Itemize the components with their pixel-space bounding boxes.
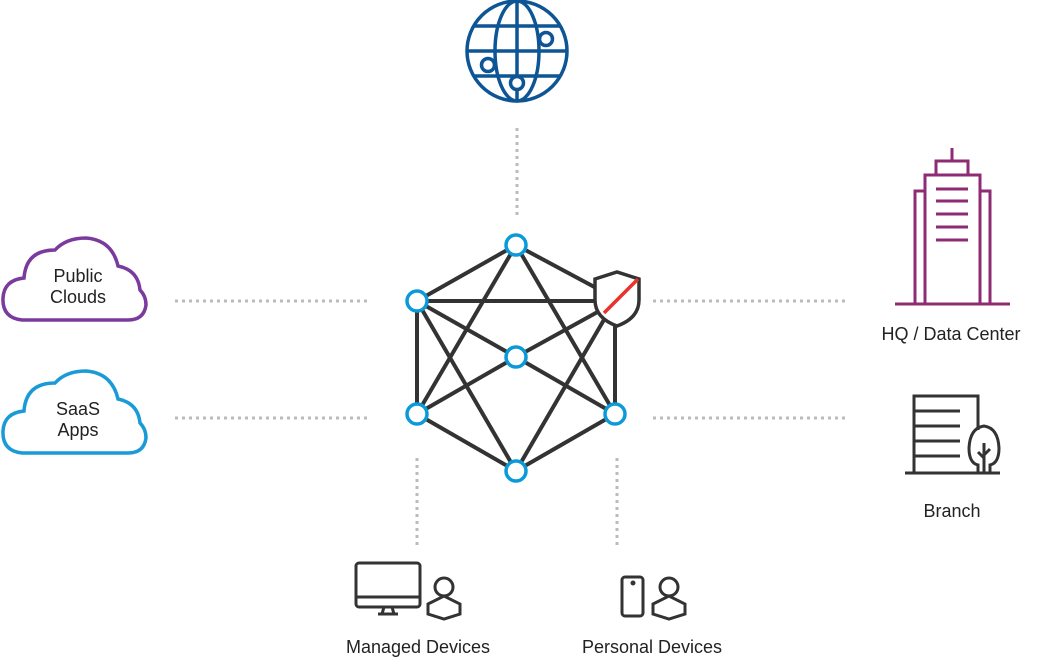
mesh-nodes — [405, 233, 627, 483]
public-clouds-label: Public Clouds — [28, 266, 128, 308]
personal-devices-label: Personal Devices — [581, 637, 723, 657]
hq-label: HQ / Data Center — [881, 324, 1021, 344]
node — [405, 402, 429, 426]
managed-devices-label: Managed Devices — [345, 637, 491, 657]
branch-building-icon — [905, 394, 1001, 475]
mesh-edges — [415, 243, 617, 473]
saas-apps-label-line1: SaaS — [55, 399, 101, 419]
public-clouds-label-line2: Clouds — [49, 287, 107, 307]
user-icon — [426, 576, 462, 621]
smartphone-icon — [620, 575, 645, 618]
node — [504, 459, 528, 483]
public-clouds-label-line1: Public — [53, 266, 103, 286]
node — [405, 289, 429, 313]
node — [603, 402, 627, 426]
dotted-connectors — [175, 128, 848, 545]
user-icon — [651, 576, 687, 621]
shield-icon — [593, 270, 641, 328]
saas-apps-label: SaaS Apps — [28, 399, 128, 441]
desktop-icon — [354, 561, 422, 616]
hq-building-icon — [895, 148, 1010, 306]
saas-apps-label-line2: Apps — [57, 420, 99, 440]
node — [504, 345, 528, 369]
branch-label: Branch — [923, 501, 981, 521]
public-cloud-icon — [1, 236, 148, 322]
globe-icon — [465, 0, 569, 103]
saas-cloud-icon — [1, 369, 148, 455]
node — [504, 233, 528, 257]
